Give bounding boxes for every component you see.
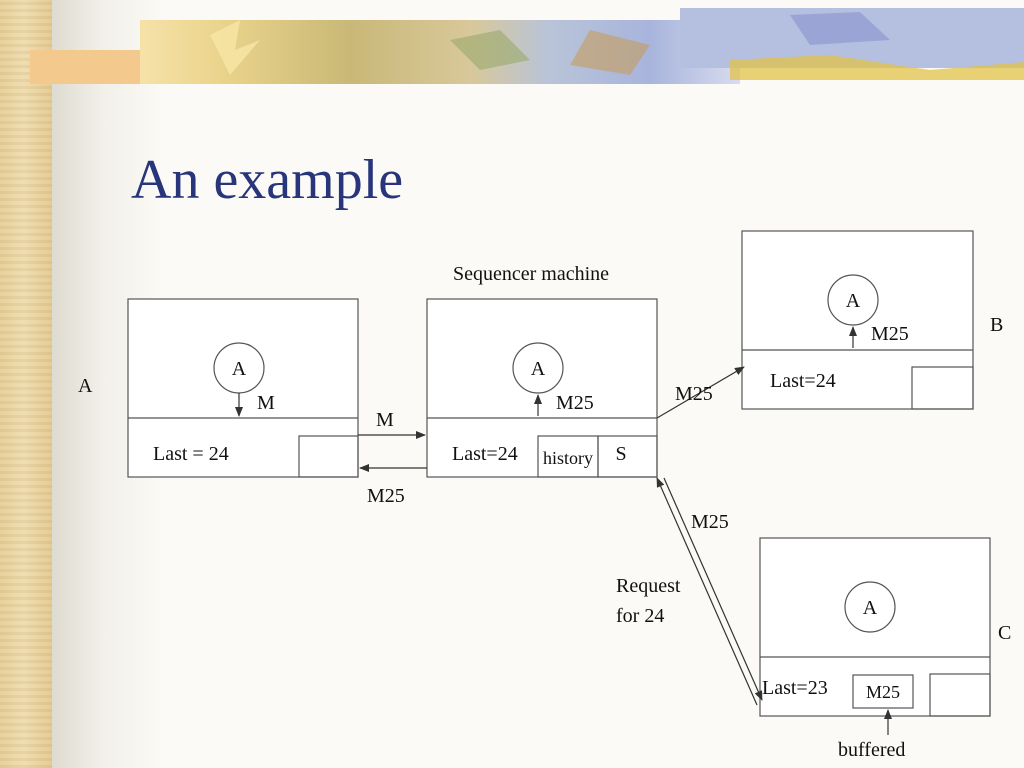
sequencer-process-node xyxy=(512,342,564,394)
decorative-side-strip xyxy=(0,0,52,768)
machine-b-label: B xyxy=(990,314,1003,336)
message-sequencer-to-c-label: M25 xyxy=(691,511,729,533)
message-a-to-sequencer-label: M xyxy=(376,409,394,431)
machine-a-label: A xyxy=(78,375,93,397)
sequencer-arrow-label: M25 xyxy=(556,392,594,414)
message-sequencer-to-b-label: M25 xyxy=(675,383,713,405)
sequencer-s-label: S xyxy=(615,443,626,465)
decorative-top-banner xyxy=(30,8,1024,84)
message-request-arrow xyxy=(656,477,758,706)
machine-a-last: Last = 24 xyxy=(153,443,229,465)
sequencer-last: Last=24 xyxy=(452,443,518,465)
sequencer-history-label: history xyxy=(543,448,593,468)
machine-c-buffered-message: M25 xyxy=(866,682,900,702)
slide-title: An example xyxy=(131,149,404,211)
machine-c-buffered-label: buffered xyxy=(838,739,905,761)
machine-a-arrow-label: M xyxy=(257,392,275,414)
machine-c-process-label: A xyxy=(863,597,878,619)
machine-b-process-node xyxy=(827,274,879,326)
sequencer-caption: Sequencer machine xyxy=(453,263,609,285)
machine-a-process-label: A xyxy=(232,358,247,380)
machine-b-arrow-label: M25 xyxy=(871,323,909,345)
message-request-label: Request for 24 xyxy=(616,575,681,627)
machine-c-last: Last=23 xyxy=(762,677,828,699)
message-request-label-line: for 24 xyxy=(616,605,664,627)
machine-c-process-node xyxy=(844,581,896,633)
machine-b-last: Last=24 xyxy=(770,370,836,392)
machine-c-label: C xyxy=(998,622,1011,644)
message-sequencer-to-c-arrow xyxy=(663,477,763,701)
machine-b-process-label: A xyxy=(846,290,861,312)
sequencer-process-label: A xyxy=(531,358,546,380)
message-sequencer-to-b-arrow xyxy=(656,366,745,419)
message-sequencer-to-a-label: M25 xyxy=(367,485,405,507)
message-request-label-line: Request xyxy=(616,575,681,597)
